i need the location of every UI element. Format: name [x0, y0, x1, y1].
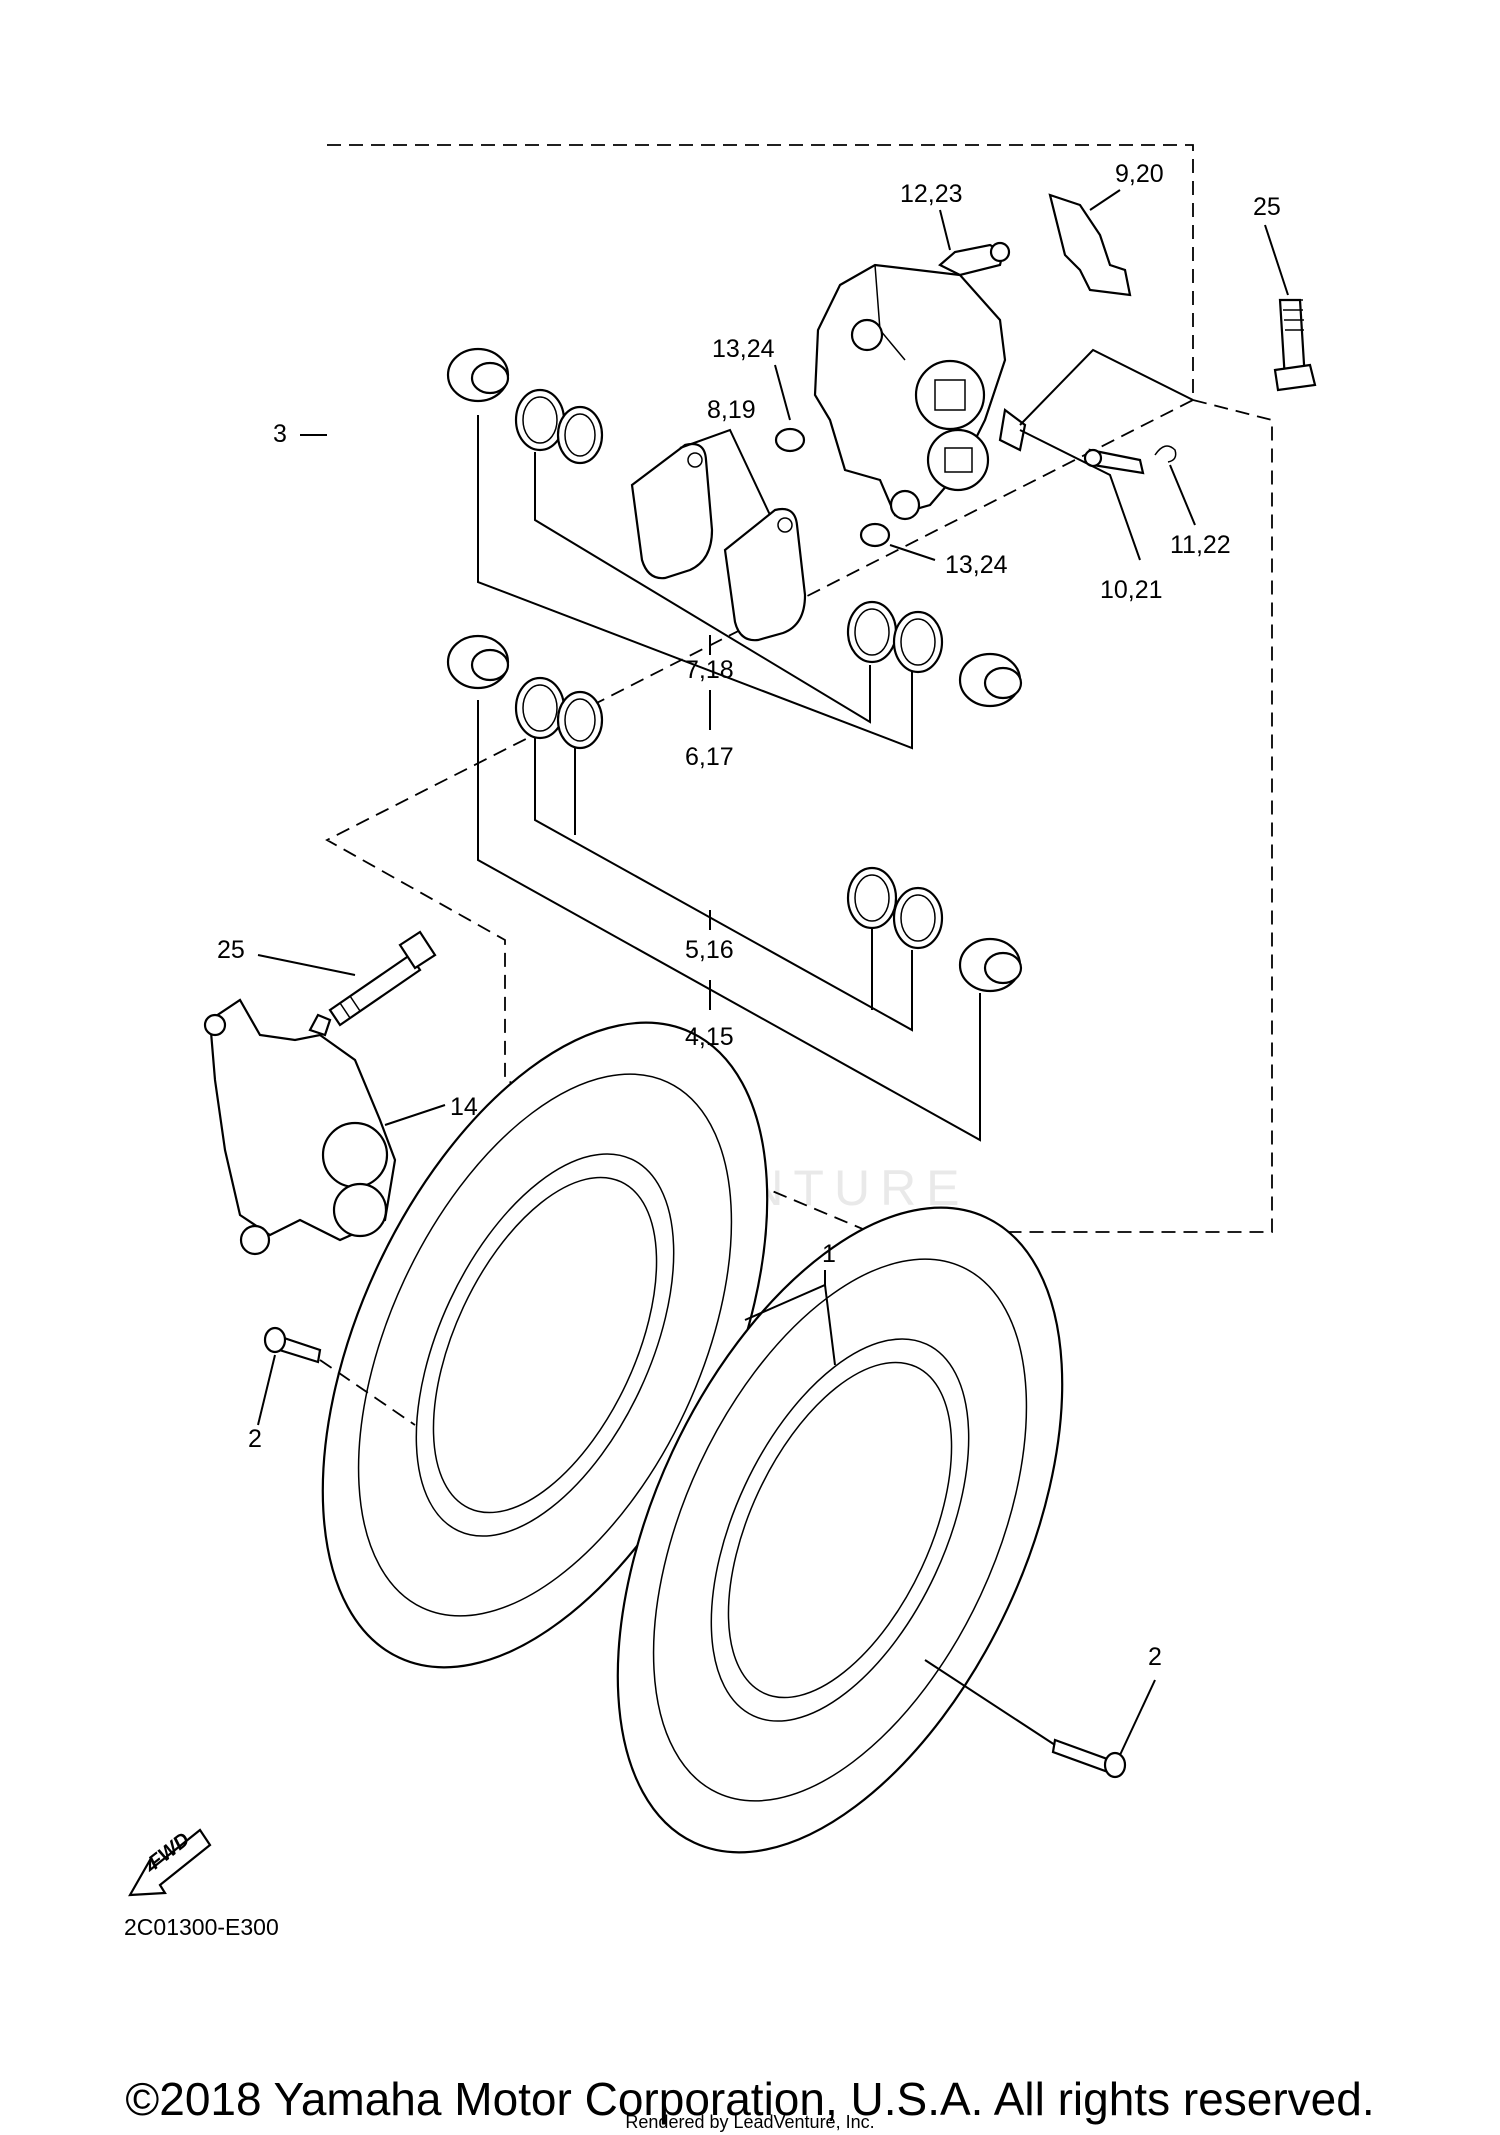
seal-upper-3[interactable]	[846, 600, 898, 664]
seal-upper-4[interactable]	[892, 610, 944, 674]
leader-25-left	[257, 954, 356, 976]
leader-7-18	[534, 452, 871, 724]
seal-lower-3[interactable]	[846, 866, 898, 930]
callout-11-22: 11,22	[1170, 531, 1231, 559]
caliper-bolt-right[interactable]	[1273, 298, 1317, 392]
caliper-bushing-lower[interactable]	[859, 522, 891, 548]
piston-lower-left[interactable]	[446, 634, 510, 690]
leader-5-16	[534, 738, 913, 1032]
caliper-bushing-upper[interactable]	[774, 427, 806, 453]
callout-8-19: 8,19	[707, 396, 756, 424]
copyright-notice: ©2018 Yamaha Motor Corporation, U.S.A. A…	[125, 2073, 1375, 2125]
callout-25-right: 25	[1253, 193, 1281, 221]
leader-13-24-lower	[889, 544, 936, 561]
diagram-code: 2C01300-E300	[124, 1914, 279, 1940]
callout-14: 14	[450, 1093, 478, 1121]
pin-clip[interactable]	[1154, 445, 1177, 463]
seal-lower-1[interactable]	[514, 676, 566, 740]
callout-2-right: 2	[1148, 1643, 1162, 1671]
callout-4-15: 4,15	[685, 1023, 734, 1051]
callout-10-21: 10,21	[1100, 576, 1163, 604]
leader-13-24-upper	[774, 364, 791, 421]
callout-13-24-lower: 13,24	[945, 551, 1008, 579]
leader-9-20	[1089, 189, 1121, 211]
seal-upper-2[interactable]	[556, 405, 604, 465]
caliper-assembly-outline	[325, 144, 1273, 1233]
callout-13-24-upper: 13,24	[712, 335, 775, 363]
callout-12-23: 12,23	[900, 180, 963, 208]
leader-6-17	[477, 415, 913, 750]
disc-bolt-right[interactable]	[1051, 1738, 1127, 1779]
forward-arrow-icon: FWD	[128, 1828, 212, 1897]
callout-6-17: 6,17	[685, 743, 734, 771]
leader-12-23	[939, 209, 951, 251]
rendered-by-notice: Rendered by LeadVenture, Inc.	[625, 2112, 875, 2132]
pad-pin[interactable]	[1083, 448, 1145, 475]
callout-9-20: 9,20	[1115, 160, 1164, 188]
pad-spring-clip[interactable]	[1048, 193, 1132, 297]
leader-2-right	[1119, 1679, 1156, 1756]
brake-pad-right[interactable]	[723, 507, 807, 642]
callout-5-16: 5,16	[685, 936, 734, 964]
disc-bolt-left[interactable]	[263, 1326, 322, 1364]
leader-2-left	[257, 1354, 276, 1426]
brake-disc-right[interactable]	[527, 1139, 1154, 1921]
brake-caliper-lower[interactable]	[203, 998, 397, 1256]
callout-7-18: 7,18	[685, 656, 734, 684]
piston-lower-right[interactable]	[958, 937, 1023, 993]
caliper-bolt-left[interactable]	[328, 930, 437, 1027]
leader-11-22	[1169, 464, 1196, 526]
brake-pad-left[interactable]	[630, 442, 714, 580]
piston-upper-left[interactable]	[446, 347, 510, 403]
leader-4-15	[477, 700, 981, 1142]
callout-1: 1	[822, 1240, 836, 1268]
leader-10-21	[1019, 429, 1141, 561]
callout-2-left: 2	[248, 1425, 262, 1453]
callout-25-left: 25	[217, 936, 245, 964]
seal-lower-2[interactable]	[556, 690, 604, 750]
callout-3: 3	[273, 420, 287, 448]
seal-lower-4[interactable]	[892, 886, 944, 950]
brake-caliper-upper[interactable]	[813, 263, 1027, 521]
seal-upper-1[interactable]	[514, 388, 566, 452]
leader-14	[384, 1104, 446, 1126]
bleeder-screw[interactable]	[938, 241, 1011, 277]
leader-25-right	[1264, 224, 1289, 296]
piston-upper-right[interactable]	[958, 652, 1023, 708]
leader-8-19	[679, 428, 771, 516]
